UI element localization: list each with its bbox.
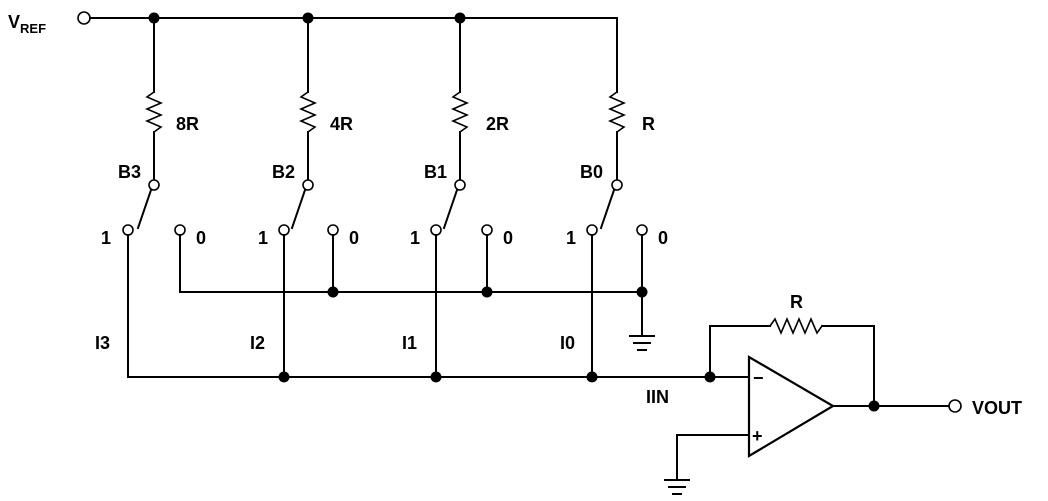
position-0-label: 0 (658, 228, 668, 248)
bit-label: B3 (118, 162, 141, 182)
switch-position-1-terminal (278, 224, 290, 236)
current-label: I0 (560, 333, 575, 353)
vref-terminal (77, 11, 91, 25)
bit-label: B2 (272, 162, 295, 182)
branch-b1: 2R B1 1 0 I1 (402, 17, 513, 353)
branch-b0: R B0 1 0 I0 (560, 79, 668, 353)
ground-symbol (664, 479, 690, 495)
resistor-label: 8R (176, 114, 199, 134)
opamp-symbol (747, 355, 836, 458)
switch-position-0-terminal (327, 224, 339, 236)
junction-node (278, 371, 290, 383)
switch-position-1-terminal (430, 224, 442, 236)
switch-position-0-terminal (174, 224, 186, 236)
switch-pivot-terminal (148, 179, 160, 191)
position-1-label: 1 (566, 228, 576, 248)
resistor-r (607, 91, 627, 133)
resistor-label: R (642, 114, 655, 134)
junction-node (327, 286, 339, 298)
feedback-resistor (769, 316, 823, 336)
resistor-4r (298, 91, 318, 133)
switch-blade (136, 188, 153, 230)
current-label: I1 (402, 333, 417, 353)
switch-position-0-terminal (636, 224, 648, 236)
position-0-label: 0 (196, 228, 206, 248)
feedback-wire (821, 325, 875, 407)
switch-position-1-terminal (122, 224, 134, 236)
ground-symbol (629, 335, 655, 351)
input-current-label: IIN (646, 387, 669, 407)
vref-label: VREF (8, 12, 46, 36)
bit-label: B0 (580, 162, 603, 182)
junction-node (430, 371, 442, 383)
position-0-label: 0 (503, 228, 513, 248)
switch-pivot-terminal (454, 179, 466, 191)
branch-b3: 8R B3 1 0 I3 (95, 17, 206, 353)
feedback-resistor-label: R (790, 292, 803, 312)
opamp-inverting-sign: − (753, 368, 764, 388)
junction-node (481, 286, 493, 298)
current-label: I3 (95, 333, 110, 353)
current-label: I2 (250, 333, 265, 353)
branch-b2: 4R B2 1 0 I2 (250, 17, 359, 353)
switch-blade (442, 188, 459, 230)
switch-position-1-terminal (586, 224, 598, 236)
one-bus (127, 234, 750, 378)
switch-pivot-terminal (611, 179, 623, 191)
resistor-8r (144, 91, 164, 133)
resistor-2r (450, 91, 470, 133)
bit-label: B1 (424, 162, 447, 182)
junction-node (868, 400, 880, 412)
switch-blade (599, 188, 616, 230)
vref-bus (89, 17, 618, 81)
junction-node (586, 371, 598, 383)
switch-position-0-terminal (481, 224, 493, 236)
switch-blade (290, 188, 307, 230)
switch-pivot-terminal (302, 179, 314, 191)
position-1-label: 1 (410, 228, 420, 248)
position-1-label: 1 (101, 228, 111, 248)
vout-terminal (948, 399, 962, 413)
junction-node (636, 286, 648, 298)
feedback-wire (709, 325, 771, 378)
vout-label: VOUT (972, 398, 1022, 418)
position-1-label: 1 (258, 228, 268, 248)
resistor-label: 2R (486, 114, 509, 134)
resistor-label: 4R (330, 114, 353, 134)
noninverting-wire (676, 434, 750, 481)
opamp-noninverting-sign: + (752, 426, 763, 446)
position-0-label: 0 (349, 228, 359, 248)
